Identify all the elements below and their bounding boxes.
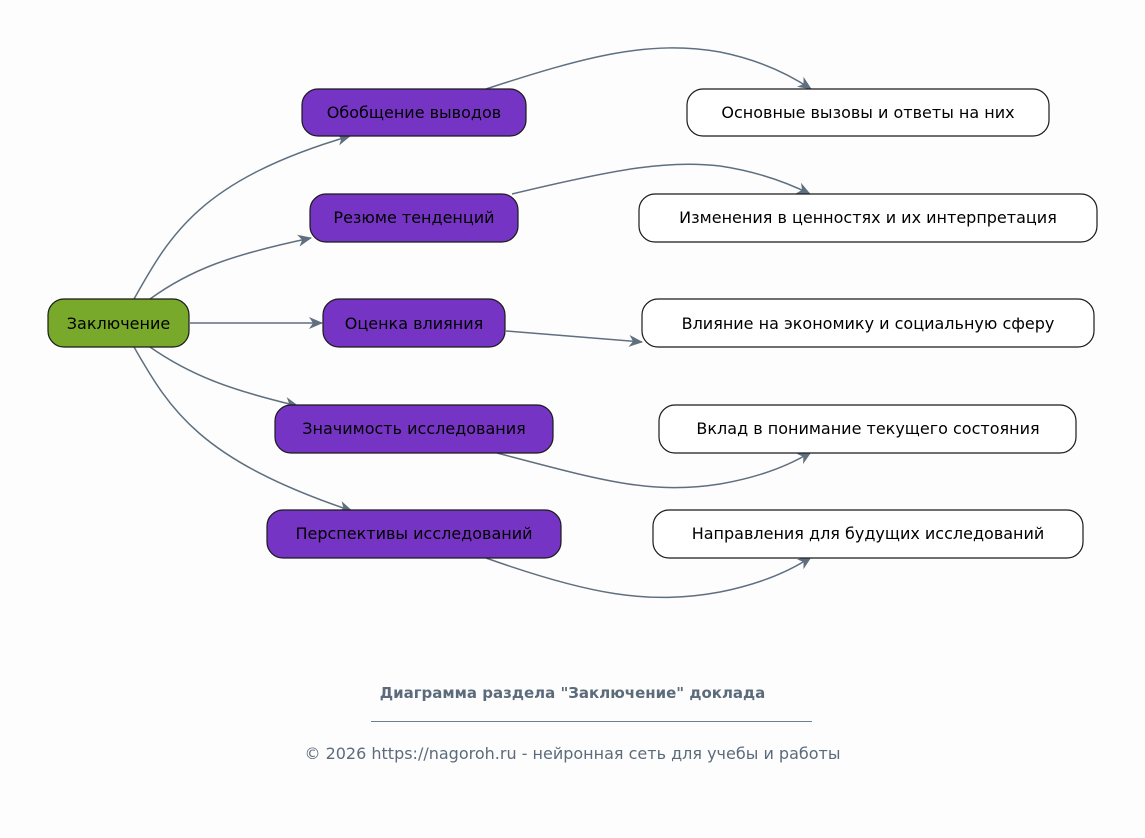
root-node[interactable]: Заключение (47, 298, 190, 348)
child-node-4-label: Вклад в понимание текущего состояния (696, 419, 1039, 438)
branch-node-4[interactable]: Значимость исследования (274, 404, 554, 454)
child-node-3[interactable]: Влияние на экономику и социальную сферу (641, 298, 1095, 348)
edge-root-to-branch-1 (133, 133, 351, 300)
branch-node-5-label: Перспективы исследований (295, 524, 532, 543)
edge-branch-5-to-child (485, 556, 812, 599)
child-node-1-label: Основные вызовы и ответы на них (721, 103, 1014, 122)
branch-node-2[interactable]: Резюме тенденций (309, 193, 519, 243)
caption-divider (371, 721, 812, 722)
edge-branch-4-to-child (496, 451, 812, 489)
edge-branch-1-to-child (485, 47, 812, 90)
branch-node-1[interactable]: Обобщение выводов (301, 88, 527, 137)
edge-branch-2-to-child (511, 163, 811, 195)
child-node-1[interactable]: Основные вызовы и ответы на них (686, 88, 1050, 137)
branch-node-1-label: Обобщение выводов (327, 103, 501, 122)
child-node-5[interactable]: Направления для будущих исследований (652, 509, 1084, 559)
child-node-3-label: Влияние на экономику и социальную сферу (682, 314, 1055, 333)
branch-node-3-label: Оценка влияния (345, 314, 484, 333)
branch-node-4-label: Значимость исследования (302, 419, 526, 438)
edge-root-to-branch-2 (149, 234, 312, 300)
root-node-label: Заключение (67, 314, 170, 333)
edge-branch-3-to-child (505, 330, 643, 347)
branch-node-5[interactable]: Перспективы исследований (266, 509, 562, 559)
child-node-5-label: Направления для будущих исследований (692, 524, 1045, 543)
child-node-4[interactable]: Вклад в понимание текущего состояния (658, 404, 1077, 454)
branch-node-2-label: Резюме тенденций (333, 208, 494, 227)
edge-root-to-branch-4 (149, 346, 299, 409)
edge-root-to-branch-5 (133, 346, 353, 513)
child-node-2[interactable]: Изменения в ценностях и их интерпретация (638, 193, 1098, 243)
copyright-text: © 2026 https://nagoroh.ru - нейронная се… (304, 744, 841, 763)
diagram-caption-title: Диаграмма раздела "Заключение" доклада (379, 684, 766, 702)
child-node-2-label: Изменения в ценностях и их интерпретация (679, 208, 1057, 227)
branch-node-3[interactable]: Оценка влияния (322, 298, 506, 348)
